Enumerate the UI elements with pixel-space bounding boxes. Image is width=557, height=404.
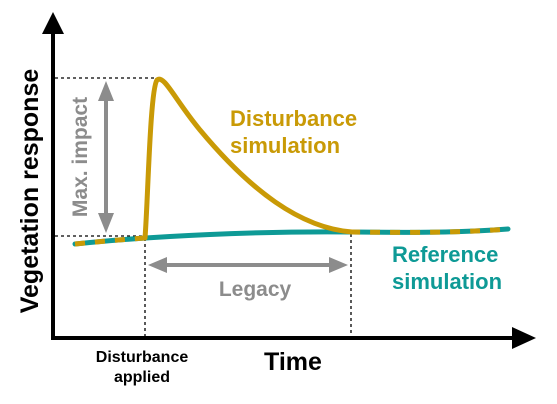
axes [42,12,536,349]
x-axis-arrowhead [512,327,536,349]
legacy-label: Legacy [219,278,292,301]
legacy-arrow [148,257,348,273]
y-axis-arrowhead [42,12,64,34]
disturbance-simulation-label-line2: simulation [230,133,340,158]
disturbance-overlay-before [74,235,146,247]
y-axis-label: Vegetation response [16,69,44,314]
guide-lines [55,77,352,336]
reference-simulation-label-line1: Reference [392,242,498,267]
x-axis-label: Time [264,348,322,376]
disturbance-applied-label-line1: Disturbance [96,349,189,366]
max-impact-arrowhead-down [98,213,114,233]
max-impact-label: Max. impact [69,97,92,217]
max-impact-arrowhead-up [98,81,114,101]
disturbance-applied-label-line2: applied [114,369,170,386]
legacy-arrowhead-right [329,257,348,273]
disturbance-simulation-curve [142,76,355,241]
reference-simulation-label-line2: simulation [392,269,502,294]
disturbance-overlay-after [351,226,509,235]
legacy-arrowhead-left [148,257,167,273]
max-impact-arrow [98,81,114,233]
disturbance-simulation-label-line1: Disturbance [230,106,357,131]
